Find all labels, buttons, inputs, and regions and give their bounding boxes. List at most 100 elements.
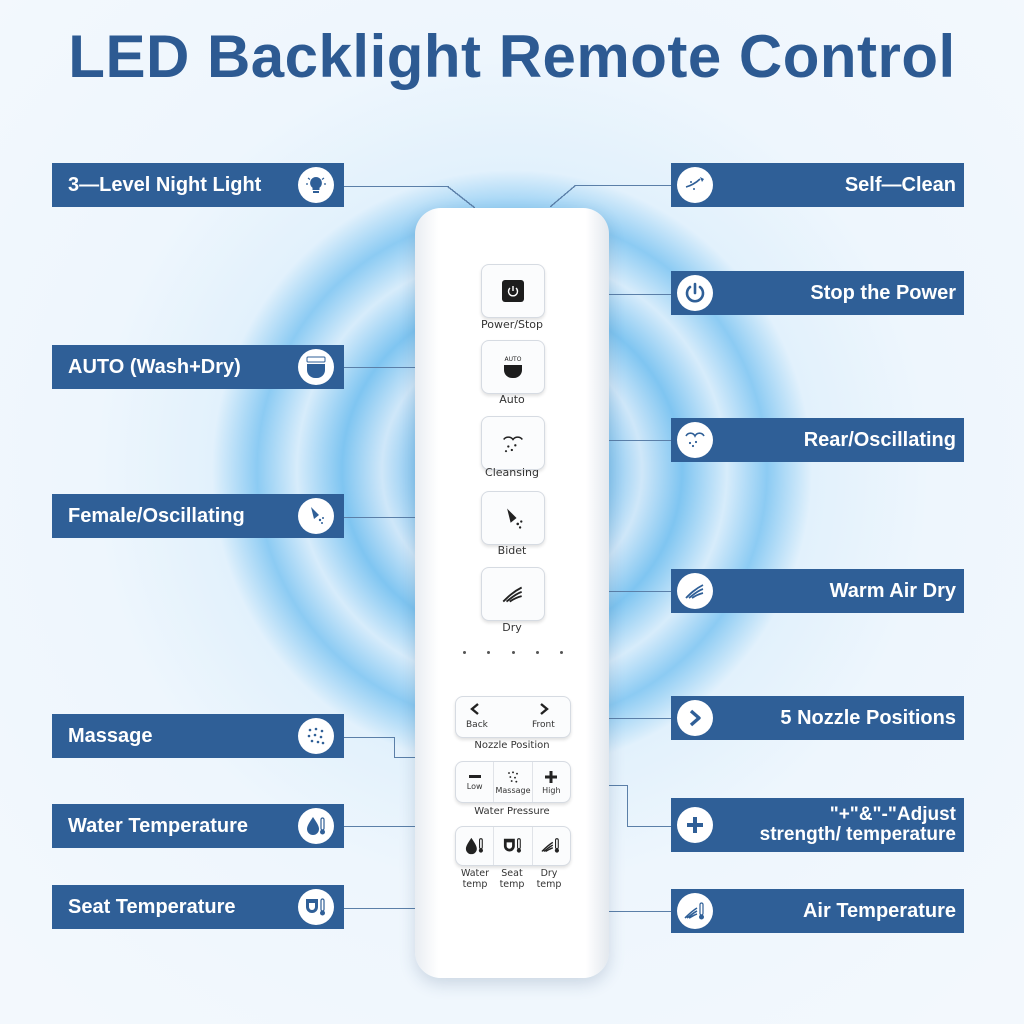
- water-temperature-label: Water Temperature: [52, 804, 344, 848]
- adjust-label: "+"&"-"Adjust strength/ temperature: [671, 798, 964, 852]
- label-text: Rear/Oscillating: [803, 428, 956, 451]
- leader-line: [447, 186, 475, 208]
- night-light-indicator: [463, 651, 563, 654]
- auto-text: AUTO: [504, 356, 522, 363]
- air-dry-icon: [677, 573, 713, 609]
- nozzle-position-button[interactable]: Back Front: [455, 696, 571, 738]
- nozzle-front-label: Front: [532, 720, 555, 730]
- leader-line: [344, 737, 395, 738]
- seat-temp-button[interactable]: [494, 827, 533, 865]
- label-text: Warm Air Dry: [829, 579, 956, 602]
- button-caption: Dry: [502, 621, 522, 634]
- seat-temperature-icon: [503, 838, 521, 853]
- label-text: Seat Temperature: [68, 895, 236, 918]
- water-temp-button[interactable]: [456, 827, 495, 865]
- button-caption: Power/Stop: [481, 318, 543, 331]
- massage-label: Massage: [495, 785, 531, 795]
- indicator-dot: [560, 651, 563, 654]
- indicator-dot: [487, 651, 491, 654]
- power-stop-button[interactable]: [481, 264, 545, 318]
- leader-line: [569, 718, 671, 719]
- cleansing-button[interactable]: [481, 416, 545, 470]
- leader-line: [344, 517, 482, 518]
- massage-button[interactable]: Massage: [494, 762, 533, 802]
- dry-temp-line-1: Dry: [540, 868, 558, 879]
- nozzle-back-label: Back: [466, 720, 488, 730]
- indicator-dot: [535, 651, 539, 654]
- air-dry-icon: [502, 586, 523, 603]
- rear-cleansing-icon: [503, 436, 523, 453]
- air-temperature-icon: [677, 893, 713, 929]
- pressure-high-button[interactable]: High: [533, 762, 570, 802]
- auto-button[interactable]: AUTO: [481, 340, 545, 394]
- female-oscillating-label: Female/Oscillating: [52, 494, 344, 538]
- leader-line: [550, 185, 576, 207]
- leader-line: [344, 367, 482, 368]
- leader-line: [344, 826, 424, 827]
- water-pressure-controls: Low Massage High: [455, 761, 571, 803]
- air-temperature-label: Air Temperature: [671, 889, 964, 933]
- rear-oscillating-label: Rear/Oscillating: [671, 418, 964, 462]
- nozzle-positions-label: 5 Nozzle Positions: [671, 696, 964, 740]
- massage-icon: [508, 770, 518, 783]
- auto-icon: [298, 349, 334, 385]
- dry-button[interactable]: [481, 567, 545, 621]
- leader-line: [394, 737, 395, 757]
- remote-control: Power/Stop AUTO Auto Cleansing Bidet Dry…: [415, 208, 609, 978]
- pressure-caption: Water Pressure: [474, 806, 550, 817]
- plus-icon: [677, 807, 713, 843]
- pressure-low-button[interactable]: Low: [456, 762, 495, 802]
- label-text: AUTO (Wash+Dry): [68, 355, 241, 378]
- leader-line: [344, 186, 449, 187]
- label-text: Self—Clean: [844, 173, 956, 196]
- pressure-high-label: High: [542, 785, 561, 795]
- leader-line: [583, 911, 671, 912]
- chevron-left-icon: [470, 703, 479, 715]
- minus-icon: [468, 774, 481, 778]
- chevron-right-icon: [677, 700, 713, 736]
- power-icon: [677, 275, 713, 311]
- label-text: Stop the Power: [810, 281, 956, 304]
- night-light-label: 3—Level Night Light: [52, 163, 344, 207]
- water-temp-line-2: temp: [462, 879, 488, 890]
- button-caption: Bidet: [497, 544, 527, 557]
- adjust-line-1: "+"&"-"Adjust: [829, 804, 956, 825]
- leader-line: [627, 826, 671, 827]
- water-temperature-icon: [465, 837, 483, 855]
- chevron-right-icon: [540, 703, 549, 715]
- seat-temp-caption: Seat temp: [490, 868, 534, 890]
- water-temp-line-1: Water: [460, 868, 490, 879]
- label-text: Massage: [68, 724, 153, 747]
- indicator-dot: [511, 651, 515, 654]
- label-text: Air Temperature: [802, 899, 956, 922]
- self-clean-label: Self—Clean: [671, 163, 964, 207]
- auto-label: AUTO (Wash+Dry): [52, 345, 344, 389]
- plus-icon: [545, 770, 558, 783]
- massage-icon: [298, 718, 334, 754]
- label-text: 3—Level Night Light: [68, 173, 262, 196]
- nozzle-caption: Nozzle Position: [474, 740, 550, 751]
- bidet-button[interactable]: [481, 491, 545, 545]
- rear-cleansing-icon: [677, 422, 713, 458]
- temperature-controls: [455, 826, 571, 866]
- seat-temp-line-1: Seat: [501, 868, 523, 879]
- warm-air-dry-label: Warm Air Dry: [671, 569, 964, 613]
- air-temperature-icon: [541, 838, 560, 853]
- leader-line: [627, 785, 628, 826]
- label-text: "+"&"-"Adjust strength/ temperature: [719, 805, 956, 845]
- page-title: LED Backlight Remote Control: [68, 23, 956, 90]
- light-bulb-icon: [298, 167, 334, 203]
- auto-icon: [504, 365, 522, 378]
- adjust-line-2: strength/ temperature: [759, 824, 956, 845]
- button-caption: Cleansing: [485, 466, 539, 479]
- water-temp-caption: Water temp: [453, 868, 497, 890]
- label-text: Female/Oscillating: [68, 504, 245, 527]
- seat-temp-line-2: temp: [499, 879, 525, 890]
- label-text: 5 Nozzle Positions: [780, 706, 956, 729]
- stop-power-label: Stop the Power: [671, 271, 964, 315]
- seat-temperature-label: Seat Temperature: [52, 885, 344, 929]
- pressure-low-label: Low: [466, 781, 483, 791]
- button-caption: Auto: [499, 393, 525, 406]
- seat-temperature-icon: [298, 889, 334, 925]
- dry-temp-button[interactable]: [533, 827, 570, 865]
